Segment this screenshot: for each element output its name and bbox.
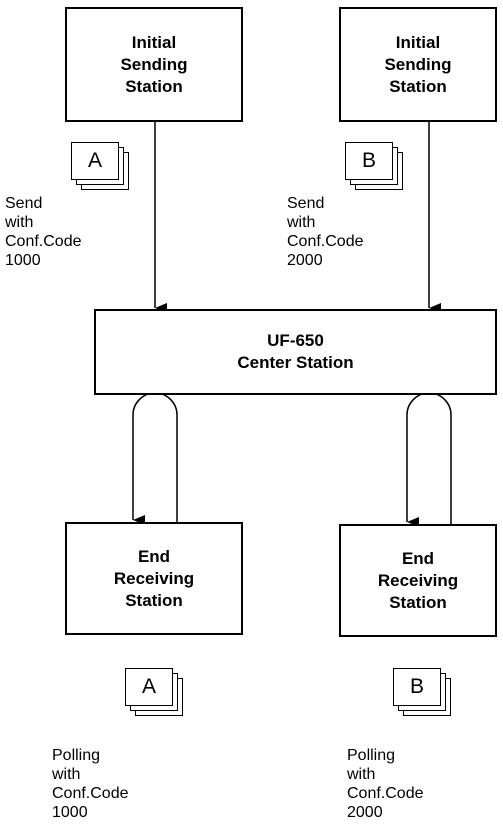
document-letter: A: [71, 142, 119, 180]
initial-sending-station-b: Initial Sending Station: [339, 7, 497, 122]
box-line: Initial: [395, 32, 441, 52]
box-line: Center Station: [237, 353, 354, 372]
document-stack-b-bottom: B: [393, 668, 451, 716]
label-line: Conf.Code: [52, 785, 129, 802]
label-line: Send: [5, 195, 43, 212]
polling-label-b: Polling with Conf.Code 2000: [347, 746, 424, 822]
box-line: Station: [389, 592, 447, 612]
box-line: Initial: [131, 32, 177, 52]
polling-loop-b: [406, 392, 452, 527]
label-line: with: [5, 214, 34, 231]
label-line: 1000: [5, 252, 41, 269]
uf650-center-station: UF-650 Center Station: [94, 309, 497, 395]
label-line: 2000: [347, 804, 383, 821]
document-letter: B: [345, 142, 393, 180]
label-line: Polling: [347, 747, 396, 764]
box-line: End: [137, 546, 171, 566]
box-line: Station: [125, 590, 183, 610]
polling-label-a: Polling with Conf.Code 1000: [52, 746, 129, 822]
label-line: Conf.Code: [287, 233, 364, 250]
label-line: with: [287, 214, 316, 231]
box-line: Receiving: [377, 570, 459, 590]
label-line: 2000: [287, 252, 323, 269]
label-line: Conf.Code: [5, 233, 82, 250]
document-stack-a-top: A: [71, 142, 129, 190]
document-letter: A: [125, 668, 173, 706]
end-receiving-station-a: End Receiving Station: [65, 522, 243, 635]
document-stack-a-bottom: A: [125, 668, 183, 716]
box-line: Sending: [120, 54, 188, 74]
label-line: with: [347, 766, 376, 783]
box-line: Station: [125, 76, 183, 96]
box-line: UF-650: [267, 331, 324, 350]
label-line: with: [52, 766, 81, 783]
label-line: Send: [287, 195, 325, 212]
document-letter: B: [393, 668, 441, 706]
label-line: Polling: [52, 747, 101, 764]
label-line: Conf.Code: [347, 785, 424, 802]
document-stack-b-top: B: [345, 142, 403, 190]
box-line: End: [401, 548, 435, 568]
label-line: 1000: [52, 804, 88, 821]
box-line: Receiving: [113, 568, 195, 588]
send-label-b: Send with Conf.Code 2000: [287, 194, 364, 270]
initial-sending-station-a: Initial Sending Station: [65, 7, 243, 122]
end-receiving-station-b: End Receiving Station: [339, 524, 497, 637]
box-line: Sending: [384, 54, 452, 74]
polling-loop-a: [132, 392, 178, 525]
send-label-a: Send with Conf.Code 1000: [5, 194, 82, 270]
box-line: Station: [389, 76, 447, 96]
